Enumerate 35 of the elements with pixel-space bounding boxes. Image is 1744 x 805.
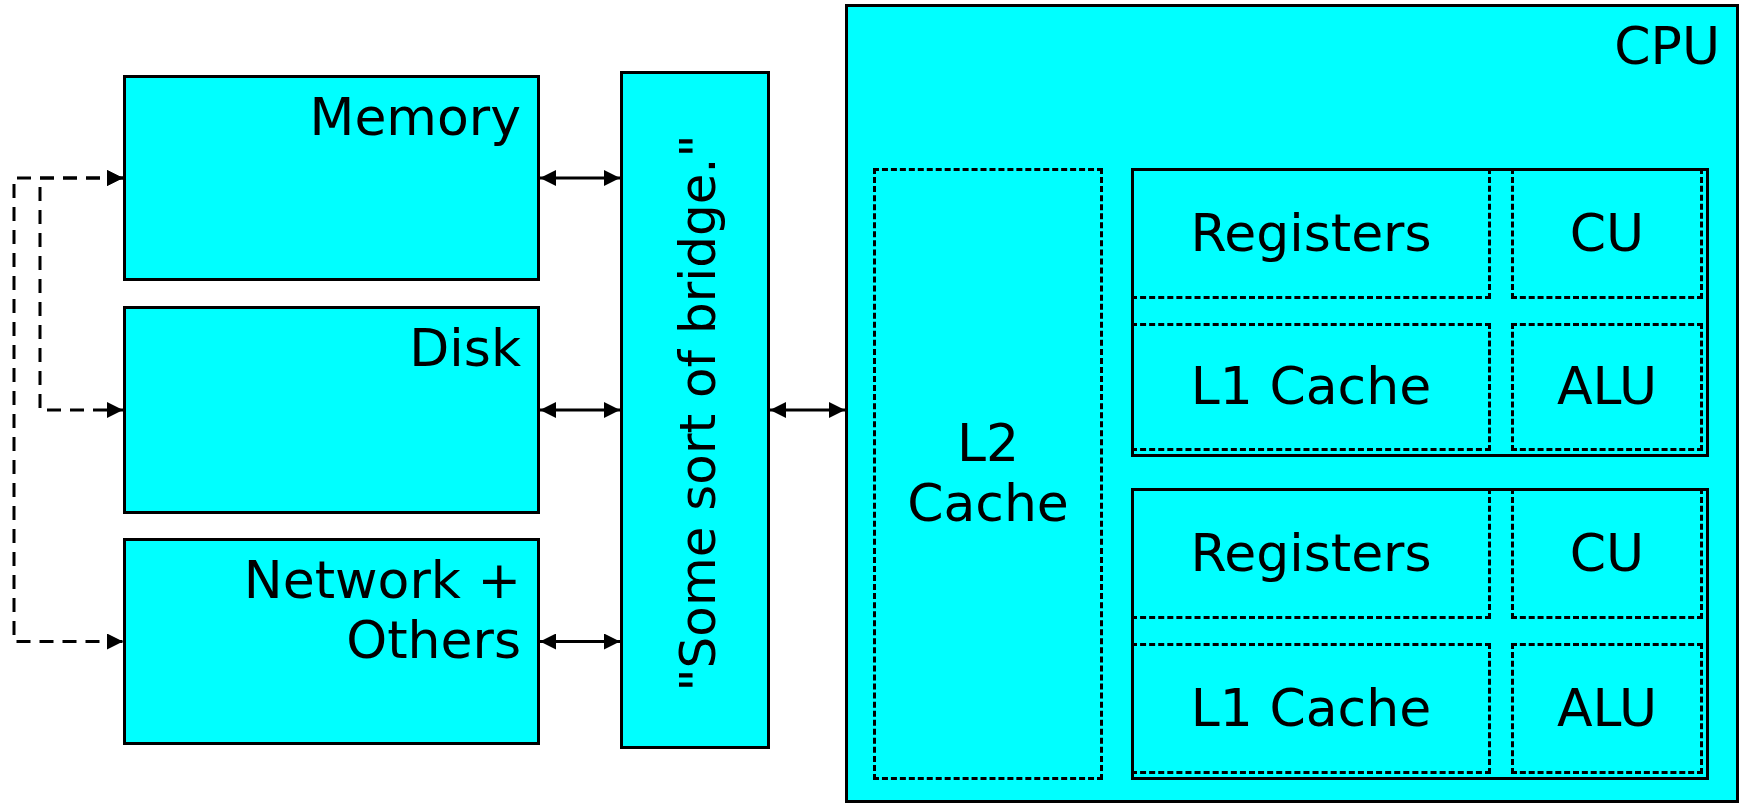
core-box <box>1131 168 1709 457</box>
node-label: L1 Cache <box>1189 357 1433 417</box>
cpu-box <box>845 4 1739 803</box>
core-box <box>1131 488 1709 780</box>
node-label: L2 Cache <box>906 414 1070 534</box>
arrow <box>770 402 845 418</box>
unit-box <box>1511 488 1703 619</box>
unit-box <box>1511 323 1703 451</box>
node-label: ALU <box>1556 357 1658 417</box>
node-label: Disk <box>409 319 521 379</box>
component-box <box>123 538 540 745</box>
title-label: CPU <box>1614 17 1720 77</box>
node-label: Memory <box>309 88 521 148</box>
arrow <box>540 633 620 650</box>
node-label: L1 Cache <box>1189 678 1433 739</box>
unit-box <box>1131 643 1491 774</box>
component-box <box>123 75 540 281</box>
bridge-box <box>620 71 770 749</box>
unit-box <box>1131 168 1491 299</box>
node-label: ALU <box>1556 678 1658 739</box>
node-label: Registers <box>1189 523 1433 584</box>
node-label: Network + Others <box>242 551 521 671</box>
node-label: CU <box>1568 203 1646 264</box>
node-label: "Some sort of bridge." <box>670 133 726 694</box>
arrow <box>540 402 620 418</box>
node-label: Registers <box>1189 203 1433 264</box>
unit-box <box>1131 488 1491 619</box>
unit-box <box>1511 168 1703 299</box>
node-label: CU <box>1568 523 1646 584</box>
arrow <box>38 170 123 418</box>
unit-box <box>1131 323 1491 451</box>
component-box <box>123 306 540 514</box>
unit-box <box>1511 643 1703 774</box>
arrow <box>540 170 620 186</box>
cache-box <box>873 168 1103 780</box>
